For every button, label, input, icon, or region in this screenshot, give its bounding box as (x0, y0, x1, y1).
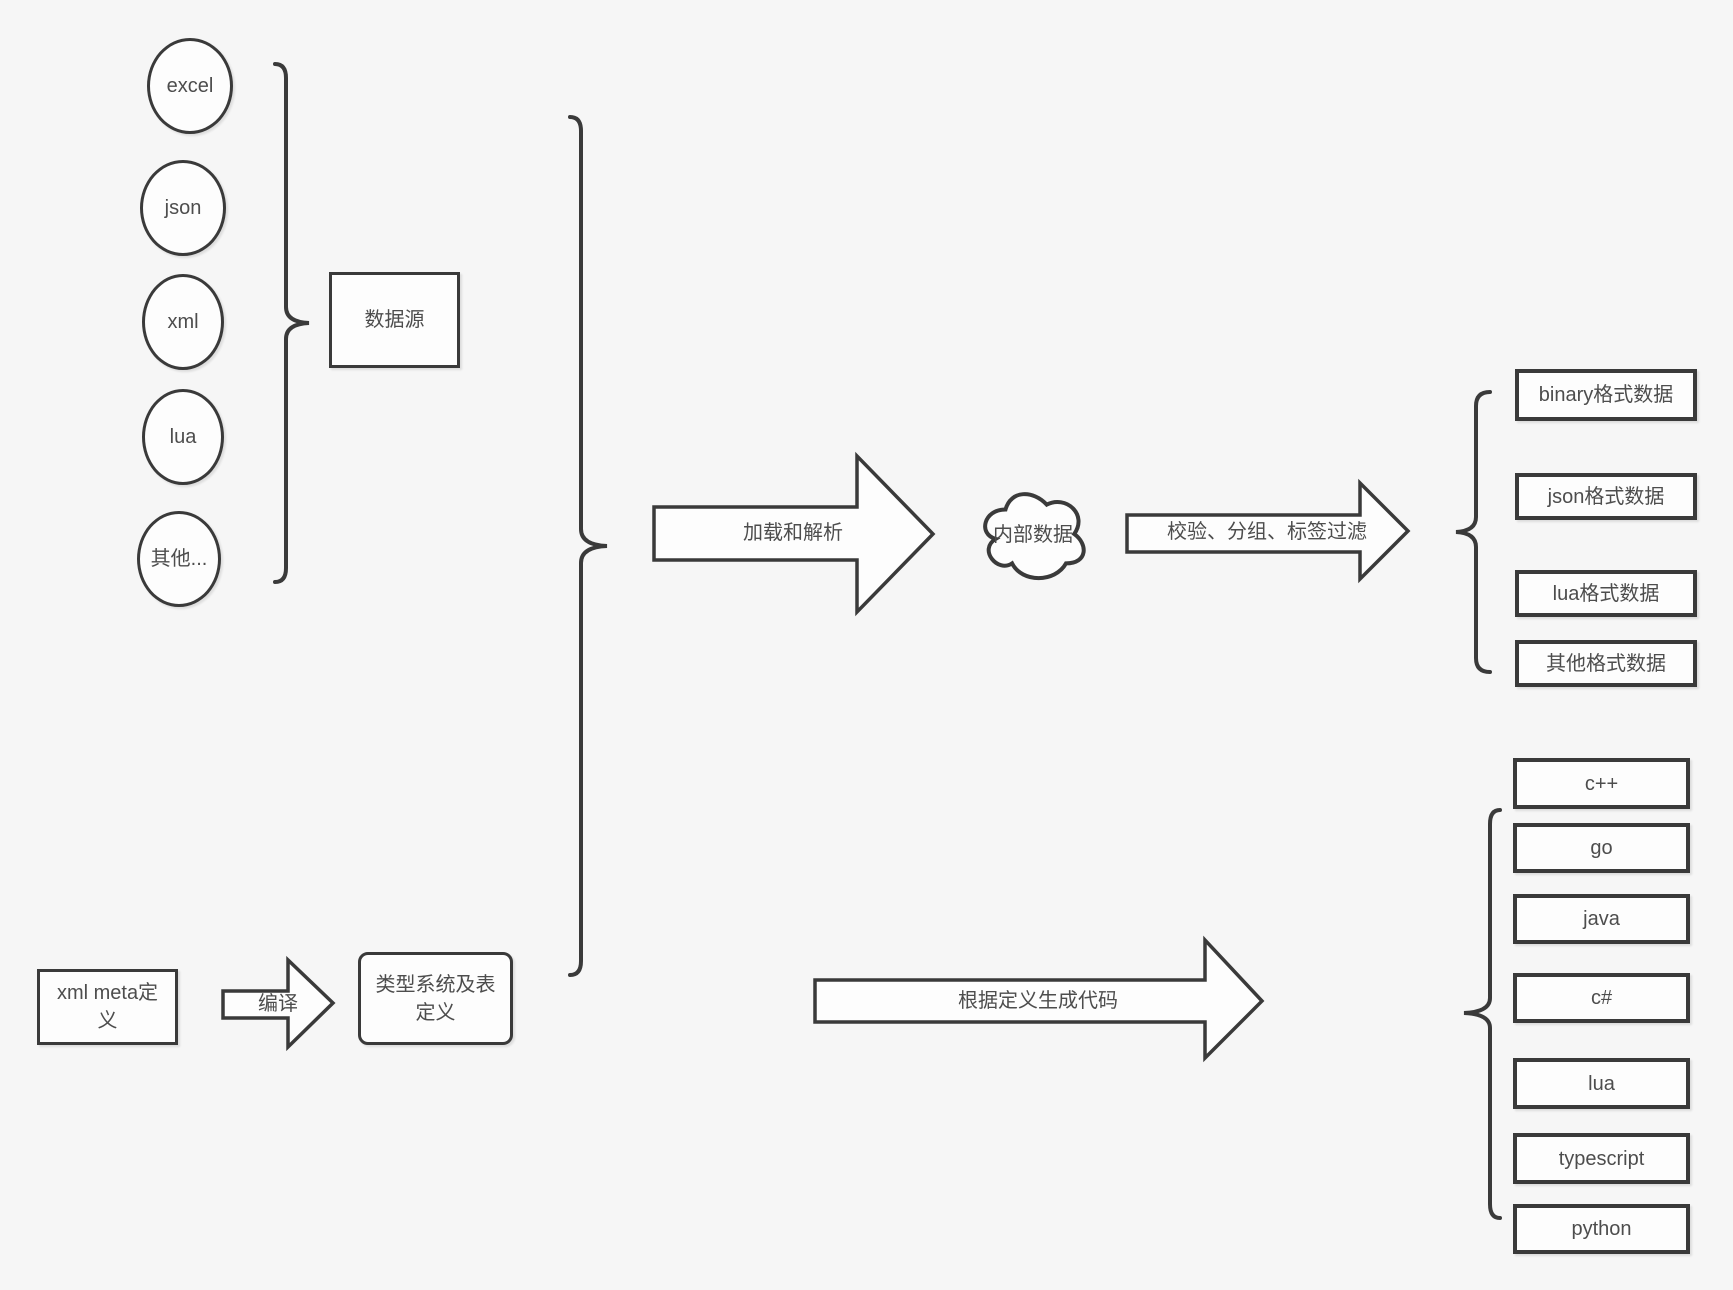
datasource-ellipse-xml: xml (142, 274, 224, 370)
datasource-ellipse-json: json (140, 160, 226, 256)
internal-data-cloud-shape (983, 492, 1086, 580)
compile-arrow-shape (221, 955, 336, 1052)
format-box-lua: lua格式数据 (1515, 570, 1697, 617)
datasource-ellipse-others: 其他... (137, 511, 221, 607)
datasource-ellipse-excel: excel (147, 38, 233, 134)
language-box-go: go (1513, 823, 1690, 873)
filter-arrow-shape (1125, 478, 1411, 584)
datasource-brace (273, 62, 310, 584)
load-parse-arrow-label: 加载和解析 (743, 522, 843, 544)
type-system-box: 类型系统及表定义 (358, 952, 513, 1045)
language-box-typescript: typescript (1513, 1133, 1690, 1184)
language-box-cpp: c++ (1513, 758, 1690, 809)
codegen-arrow-shape (813, 935, 1265, 1063)
format-box-others: 其他格式数据 (1515, 640, 1697, 687)
language-box-java: java (1513, 894, 1690, 944)
datasource-group-box: 数据源 (329, 272, 460, 368)
internal-data-cloud-label: 内部数据 (993, 524, 1073, 546)
merge-brace (568, 115, 608, 977)
formats-brace (1455, 390, 1492, 674)
language-box-csharp: c# (1513, 973, 1690, 1023)
datasource-ellipse-lua: lua (142, 389, 224, 485)
filter-arrow-label: 校验、分组、标签过滤 (1167, 521, 1367, 543)
compile-arrow-label: 编译 (258, 993, 298, 1015)
load-parse-arrow-shape (652, 451, 936, 617)
language-box-python: python (1513, 1204, 1690, 1254)
languages-brace (1463, 808, 1502, 1220)
xml-meta-box: xml meta定义 (37, 969, 178, 1045)
language-box-lua: lua (1513, 1058, 1690, 1109)
format-box-binary: binary格式数据 (1515, 369, 1697, 421)
format-box-json: json格式数据 (1515, 473, 1697, 520)
codegen-arrow-label: 根据定义生成代码 (958, 990, 1118, 1012)
